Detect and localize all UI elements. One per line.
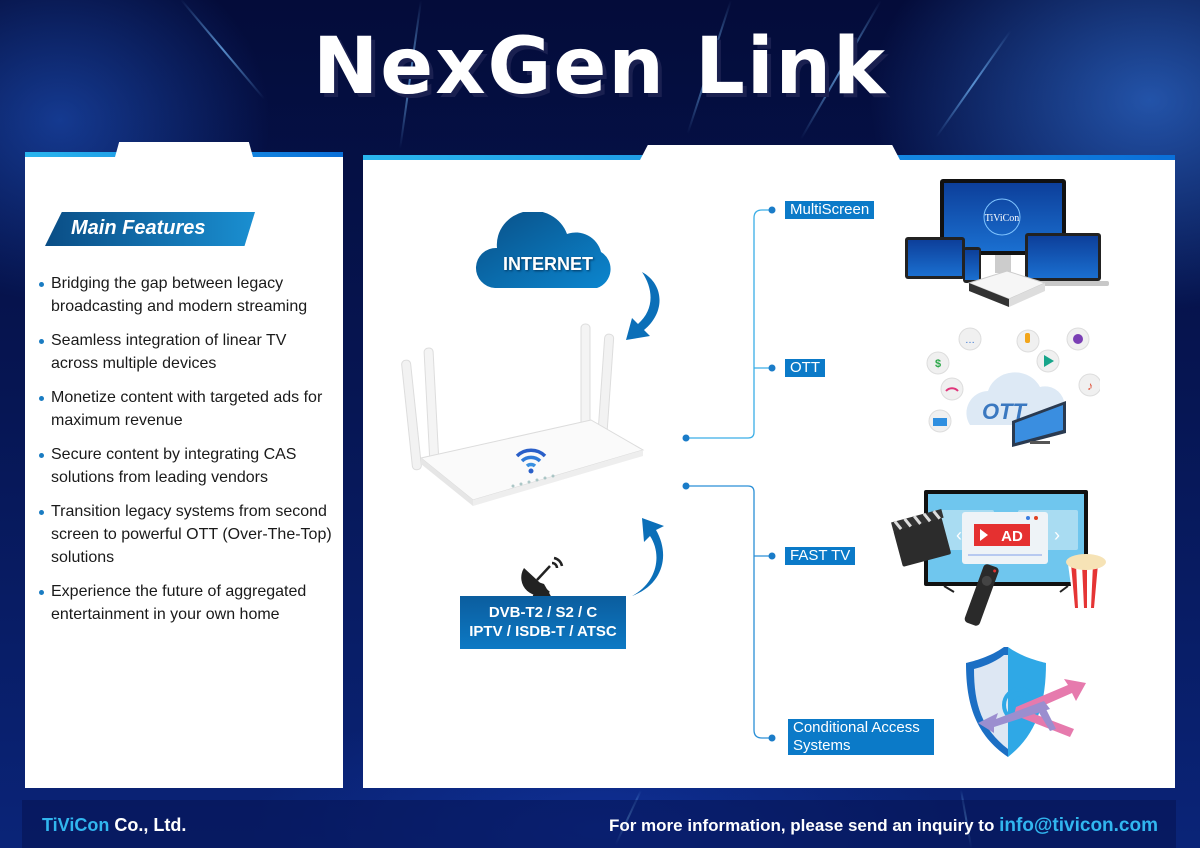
- internet-label: INTERNET: [503, 254, 593, 274]
- svg-text:♪: ♪: [1087, 379, 1093, 393]
- service-connector-lines: [682, 206, 776, 742]
- svg-text:›: ›: [1054, 525, 1060, 545]
- features-panel: Main Features Bridging the gap between l…: [25, 142, 343, 788]
- multiscreen-devices-image: TiViCon: [905, 179, 1109, 307]
- feature-list: Bridging the gap between legacy broadcas…: [37, 272, 337, 637]
- contact-email-link[interactable]: info@tivicon.com: [999, 815, 1158, 836]
- svg-text:‹: ‹: [956, 525, 962, 545]
- satellite-dish-icon: [521, 556, 564, 598]
- features-heading: Main Features: [71, 217, 206, 239]
- feature-item: Secure content by integrating CAS soluti…: [37, 443, 337, 489]
- contact-text: For more information, please send an inq…: [608, 816, 1000, 835]
- svg-text:AD: AD: [1001, 528, 1023, 545]
- panel-tab-notch: [115, 142, 253, 157]
- broadcast-standards-line1: DVB-T2 / S2 / C: [488, 604, 598, 621]
- feature-item: Bridging the gap between legacy broadcas…: [37, 272, 337, 318]
- broadcast-standards-box: DVB-T2 / S2 / C IPTV / ISDB-T / ATSC: [460, 596, 626, 649]
- svg-text:$: $: [935, 358, 941, 370]
- feature-item: Transition legacy systems from second sc…: [37, 500, 337, 569]
- service-label-multiscreen: MultiScreen: [785, 201, 875, 219]
- company-brand: TiViCon: [42, 815, 110, 835]
- feature-item: Experience the future of aggregated ente…: [37, 580, 337, 626]
- curved-arrow-up-icon: [632, 518, 664, 596]
- router-image: [401, 323, 645, 506]
- service-label-cas: Conditional Access Systems: [788, 719, 934, 755]
- footer: TiViCon Co., Ltd. For more information, …: [22, 800, 1176, 848]
- service-label-fast-tv: FAST TV: [785, 547, 856, 565]
- wifi-icon: [515, 448, 547, 474]
- page-title: NexGen Link: [313, 22, 887, 112]
- contact-line: For more information, please send an inq…: [609, 815, 1158, 837]
- fast-tv-ad-image: AD ‹ ›: [891, 490, 1106, 626]
- ott-cloud-image: … $ ♪ OTT: [926, 327, 1100, 447]
- service-label-ott: OTT: [785, 359, 825, 377]
- panel-tab-notch: [640, 145, 900, 160]
- curved-arrow-down-icon: [626, 272, 660, 340]
- broadcast-standards-line2: IPTV / ISDB-T / ATSC: [469, 623, 617, 640]
- company-name: TiViCon Co., Ltd.: [42, 815, 186, 836]
- company-suffix: Co., Ltd.: [109, 815, 187, 835]
- feature-item: Seamless integration of linear TV across…: [37, 329, 337, 375]
- cas-shield-image: [966, 647, 1086, 757]
- feature-item: Monetize content with targeted ads for m…: [37, 386, 337, 432]
- svg-text:TiViCon: TiViCon: [985, 213, 1020, 224]
- svg-text:…: …: [965, 335, 975, 346]
- cloud-icon: [475, 212, 611, 288]
- features-heading-badge: Main Features: [45, 212, 255, 246]
